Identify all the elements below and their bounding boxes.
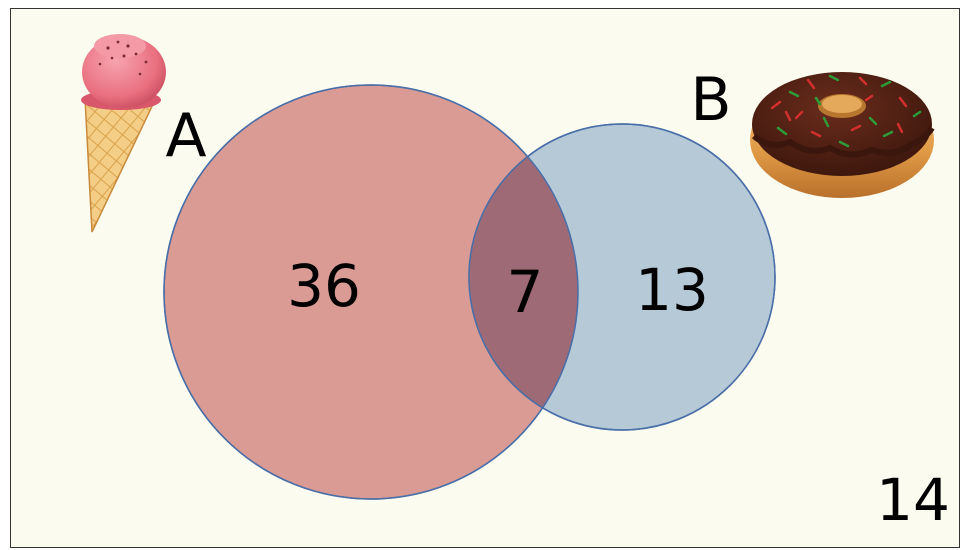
intersection-count: 7 <box>507 258 544 326</box>
set-a-outline <box>163 84 579 500</box>
intersection-region <box>469 124 578 430</box>
neither-count: 14 <box>876 466 950 534</box>
set-b-outline <box>468 123 776 431</box>
ice-cream-cone-icon <box>81 34 166 233</box>
set-a-label: A <box>165 101 206 171</box>
chocolate-donut-icon <box>750 72 935 198</box>
only-b-count: 13 <box>635 256 709 324</box>
set-b-label: B <box>690 65 731 135</box>
only-a-count: 36 <box>287 252 361 320</box>
